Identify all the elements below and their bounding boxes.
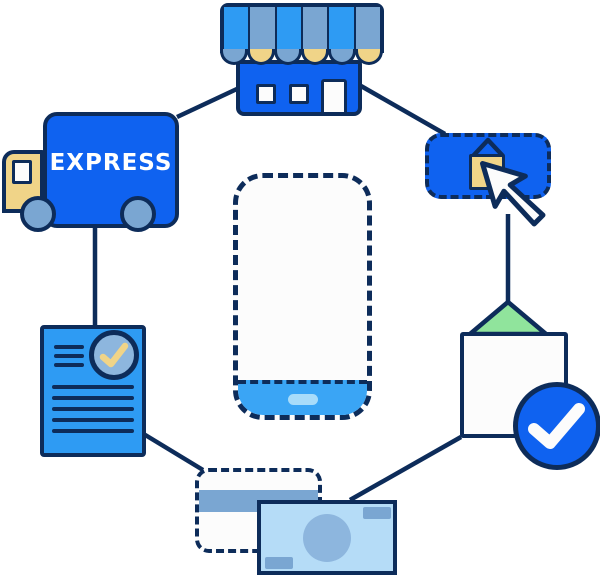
bag-handle-icon — [471, 137, 505, 158]
text-line — [52, 429, 134, 433]
checkmark-icon — [99, 342, 129, 368]
awning-stripe — [302, 7, 328, 49]
text-line — [54, 363, 84, 367]
truck-wheel-icon — [20, 196, 56, 232]
storefront-icon — [220, 3, 384, 53]
approved-check-icon — [89, 330, 139, 380]
connector-package-cash — [348, 435, 463, 502]
store-door-icon — [321, 79, 347, 115]
text-line — [52, 407, 134, 411]
cursor-arrow-icon — [480, 161, 546, 227]
store-window-icon — [289, 84, 309, 104]
text-line — [52, 418, 134, 422]
connector-store-buy — [359, 84, 447, 136]
phone-bottom-band — [238, 380, 367, 415]
truck-wheel-icon — [120, 196, 156, 232]
awning-stripe — [355, 7, 380, 49]
awning-stripe — [329, 7, 354, 49]
scallop — [301, 49, 329, 65]
text-line — [54, 345, 84, 349]
scallop — [220, 49, 248, 65]
scallop — [355, 49, 383, 65]
banknote-mark — [363, 507, 391, 519]
home-button-icon — [287, 394, 318, 405]
text-line — [52, 396, 134, 400]
delivery-truck-icon: EXPRESS — [43, 112, 179, 228]
awning-stripe — [276, 7, 301, 49]
awning-scallops — [220, 49, 384, 65]
smartphone-icon — [233, 173, 372, 420]
express-label: EXPRESS — [49, 150, 173, 176]
truck-cab-window — [12, 160, 32, 184]
checkmark-icon — [528, 403, 585, 449]
connector-invoice-card — [140, 431, 205, 472]
store-window-icon — [256, 84, 276, 104]
banknote-mark — [265, 557, 293, 569]
text-line — [54, 354, 84, 358]
text-line — [52, 385, 134, 389]
connector-truck-store — [176, 85, 240, 120]
awning-stripe — [224, 7, 249, 49]
banknote-circle — [303, 514, 351, 562]
scallop — [328, 49, 356, 65]
package-check-icon — [513, 382, 600, 470]
scallop — [247, 49, 275, 65]
banknote-icon — [257, 500, 397, 575]
scallop — [274, 49, 302, 65]
awning-stripe — [250, 7, 275, 49]
